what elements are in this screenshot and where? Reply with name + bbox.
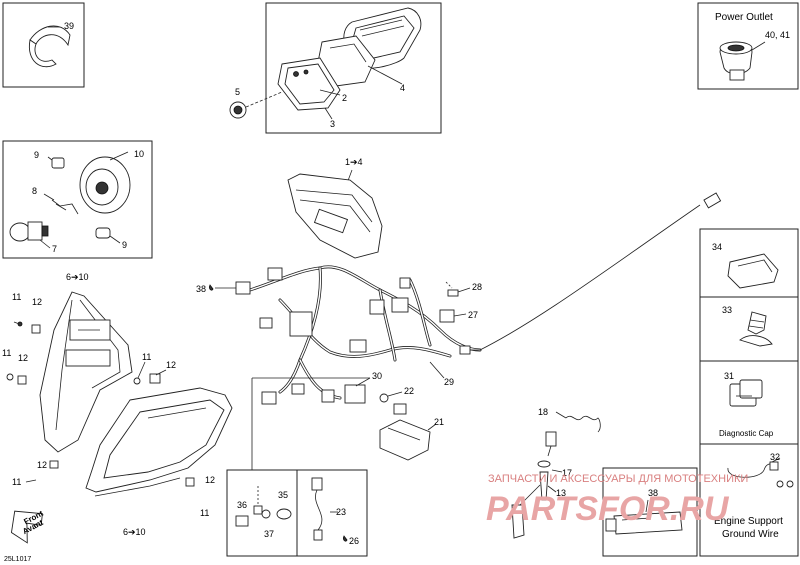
callout-2: 2 <box>342 93 347 103</box>
nut-12b <box>6 373 27 385</box>
box-39 <box>2 2 85 88</box>
callout-3: 3 <box>330 119 335 129</box>
bulb-clip-8 <box>43 193 79 215</box>
connector-36 <box>235 486 292 527</box>
nut-22 <box>379 391 403 403</box>
callout-26: 26 <box>349 536 359 546</box>
callout-30: 30 <box>372 371 382 381</box>
instrument-cluster <box>287 173 383 259</box>
callout-31: 31 <box>724 371 734 381</box>
sensor-23 <box>311 477 338 541</box>
diagnostic-cap-title: Diagnostic Cap <box>719 429 774 438</box>
screw-11a <box>13 321 23 327</box>
watermark-line1: ЗАПЧАСТИ И АКСЕССУАРЫ ДЛЯ МОТОТЕХНИКИ <box>488 473 748 485</box>
callout-18: 18 <box>538 407 548 417</box>
callout-29: 29 <box>444 377 454 387</box>
box-headlamp-bulbs <box>2 140 153 259</box>
callout-28: 28 <box>472 282 482 292</box>
callout-8: 8 <box>32 186 37 196</box>
box-instrument-cluster <box>265 2 442 134</box>
callout-11a: 11 <box>12 292 21 302</box>
callout-12a: 12 <box>32 297 42 307</box>
callout-11d: 11 <box>12 477 21 487</box>
callout-12d: 12 <box>37 460 47 470</box>
watermark-line2: PARTSFOR.RU <box>486 490 730 528</box>
callout-6-10-top: 6➔10 <box>66 272 89 282</box>
callout-12e: 12 <box>205 475 215 485</box>
clamp-39 <box>28 25 71 68</box>
callout-40-41: 40, 41 <box>765 30 790 40</box>
box-38 <box>602 467 698 557</box>
callout-12c: 12 <box>166 360 176 370</box>
callout-7: 7 <box>52 244 57 254</box>
voltage-regulator-21 <box>379 403 437 461</box>
callout-11c: 11 <box>142 352 151 362</box>
push-rivet-33 <box>739 311 773 347</box>
boot-9a <box>47 156 65 169</box>
gauge-sensor-5 <box>229 91 283 119</box>
callout-17: 17 <box>562 468 572 478</box>
callout-38-box: 38 <box>648 488 658 498</box>
callout-9b: 9 <box>122 240 127 250</box>
callout-10: 10 <box>134 149 144 159</box>
grease-tube-38 <box>605 499 683 535</box>
callout-21: 21 <box>434 417 444 427</box>
callout-11e: 11 <box>200 508 209 518</box>
callout-1-4: 1➔4 <box>345 157 363 167</box>
diagnostic-cap-31 <box>729 379 763 407</box>
clip-12c <box>149 373 161 384</box>
box-23-26 <box>296 469 368 557</box>
clip-34 <box>727 253 779 289</box>
front-arrow <box>10 510 43 544</box>
wiring-harness <box>235 192 722 405</box>
tether-cord-18 <box>545 411 601 457</box>
callout-36: 36 <box>237 500 247 510</box>
gauge-housing-3 <box>277 57 341 111</box>
right-headlight <box>85 387 233 497</box>
callout-39: 39 <box>64 21 74 31</box>
left-headlight <box>39 291 133 453</box>
box-power-outlet <box>697 2 799 90</box>
callout-23: 23 <box>336 507 346 517</box>
callout-12b: 12 <box>18 353 28 363</box>
ground-wire-32 <box>727 457 794 488</box>
washer-11c <box>133 377 141 385</box>
callout-9a: 9 <box>34 150 39 160</box>
callout-22: 22 <box>404 386 414 396</box>
ground-wire-title-2: Ground Wire <box>722 529 779 540</box>
callout-33: 33 <box>722 305 732 315</box>
callout-5: 5 <box>235 87 240 97</box>
fuse-28 <box>445 281 471 297</box>
fuse-holder-27 <box>439 309 467 323</box>
clip-12e <box>185 477 195 487</box>
callout-4: 4 <box>400 83 405 93</box>
diagram-code: 25L1017 <box>4 556 31 563</box>
boot-9b <box>95 227 121 244</box>
callout-27: 27 <box>468 310 478 320</box>
callout-37: 37 <box>264 529 274 539</box>
nut-12a <box>31 324 41 334</box>
callout-11b: 11 <box>2 348 11 358</box>
callout-6-10-bottom: 6➔10 <box>123 527 146 537</box>
box-ground-wire <box>699 443 799 557</box>
callout-32: 32 <box>770 452 780 462</box>
callout-13: 13 <box>556 488 566 498</box>
ground-wire-title-1: Engine Support <box>714 516 783 527</box>
headlamp-socket-10 <box>79 151 131 214</box>
post-13 <box>511 460 557 539</box>
power-outlet-title: Power Outlet <box>715 12 773 23</box>
callout-34: 34 <box>712 242 722 252</box>
clip-12d <box>49 460 59 469</box>
power-outlet-part <box>719 41 766 81</box>
callout-35: 35 <box>278 490 288 500</box>
bulb-7 <box>9 221 51 249</box>
callout-38: 38 <box>196 284 206 294</box>
